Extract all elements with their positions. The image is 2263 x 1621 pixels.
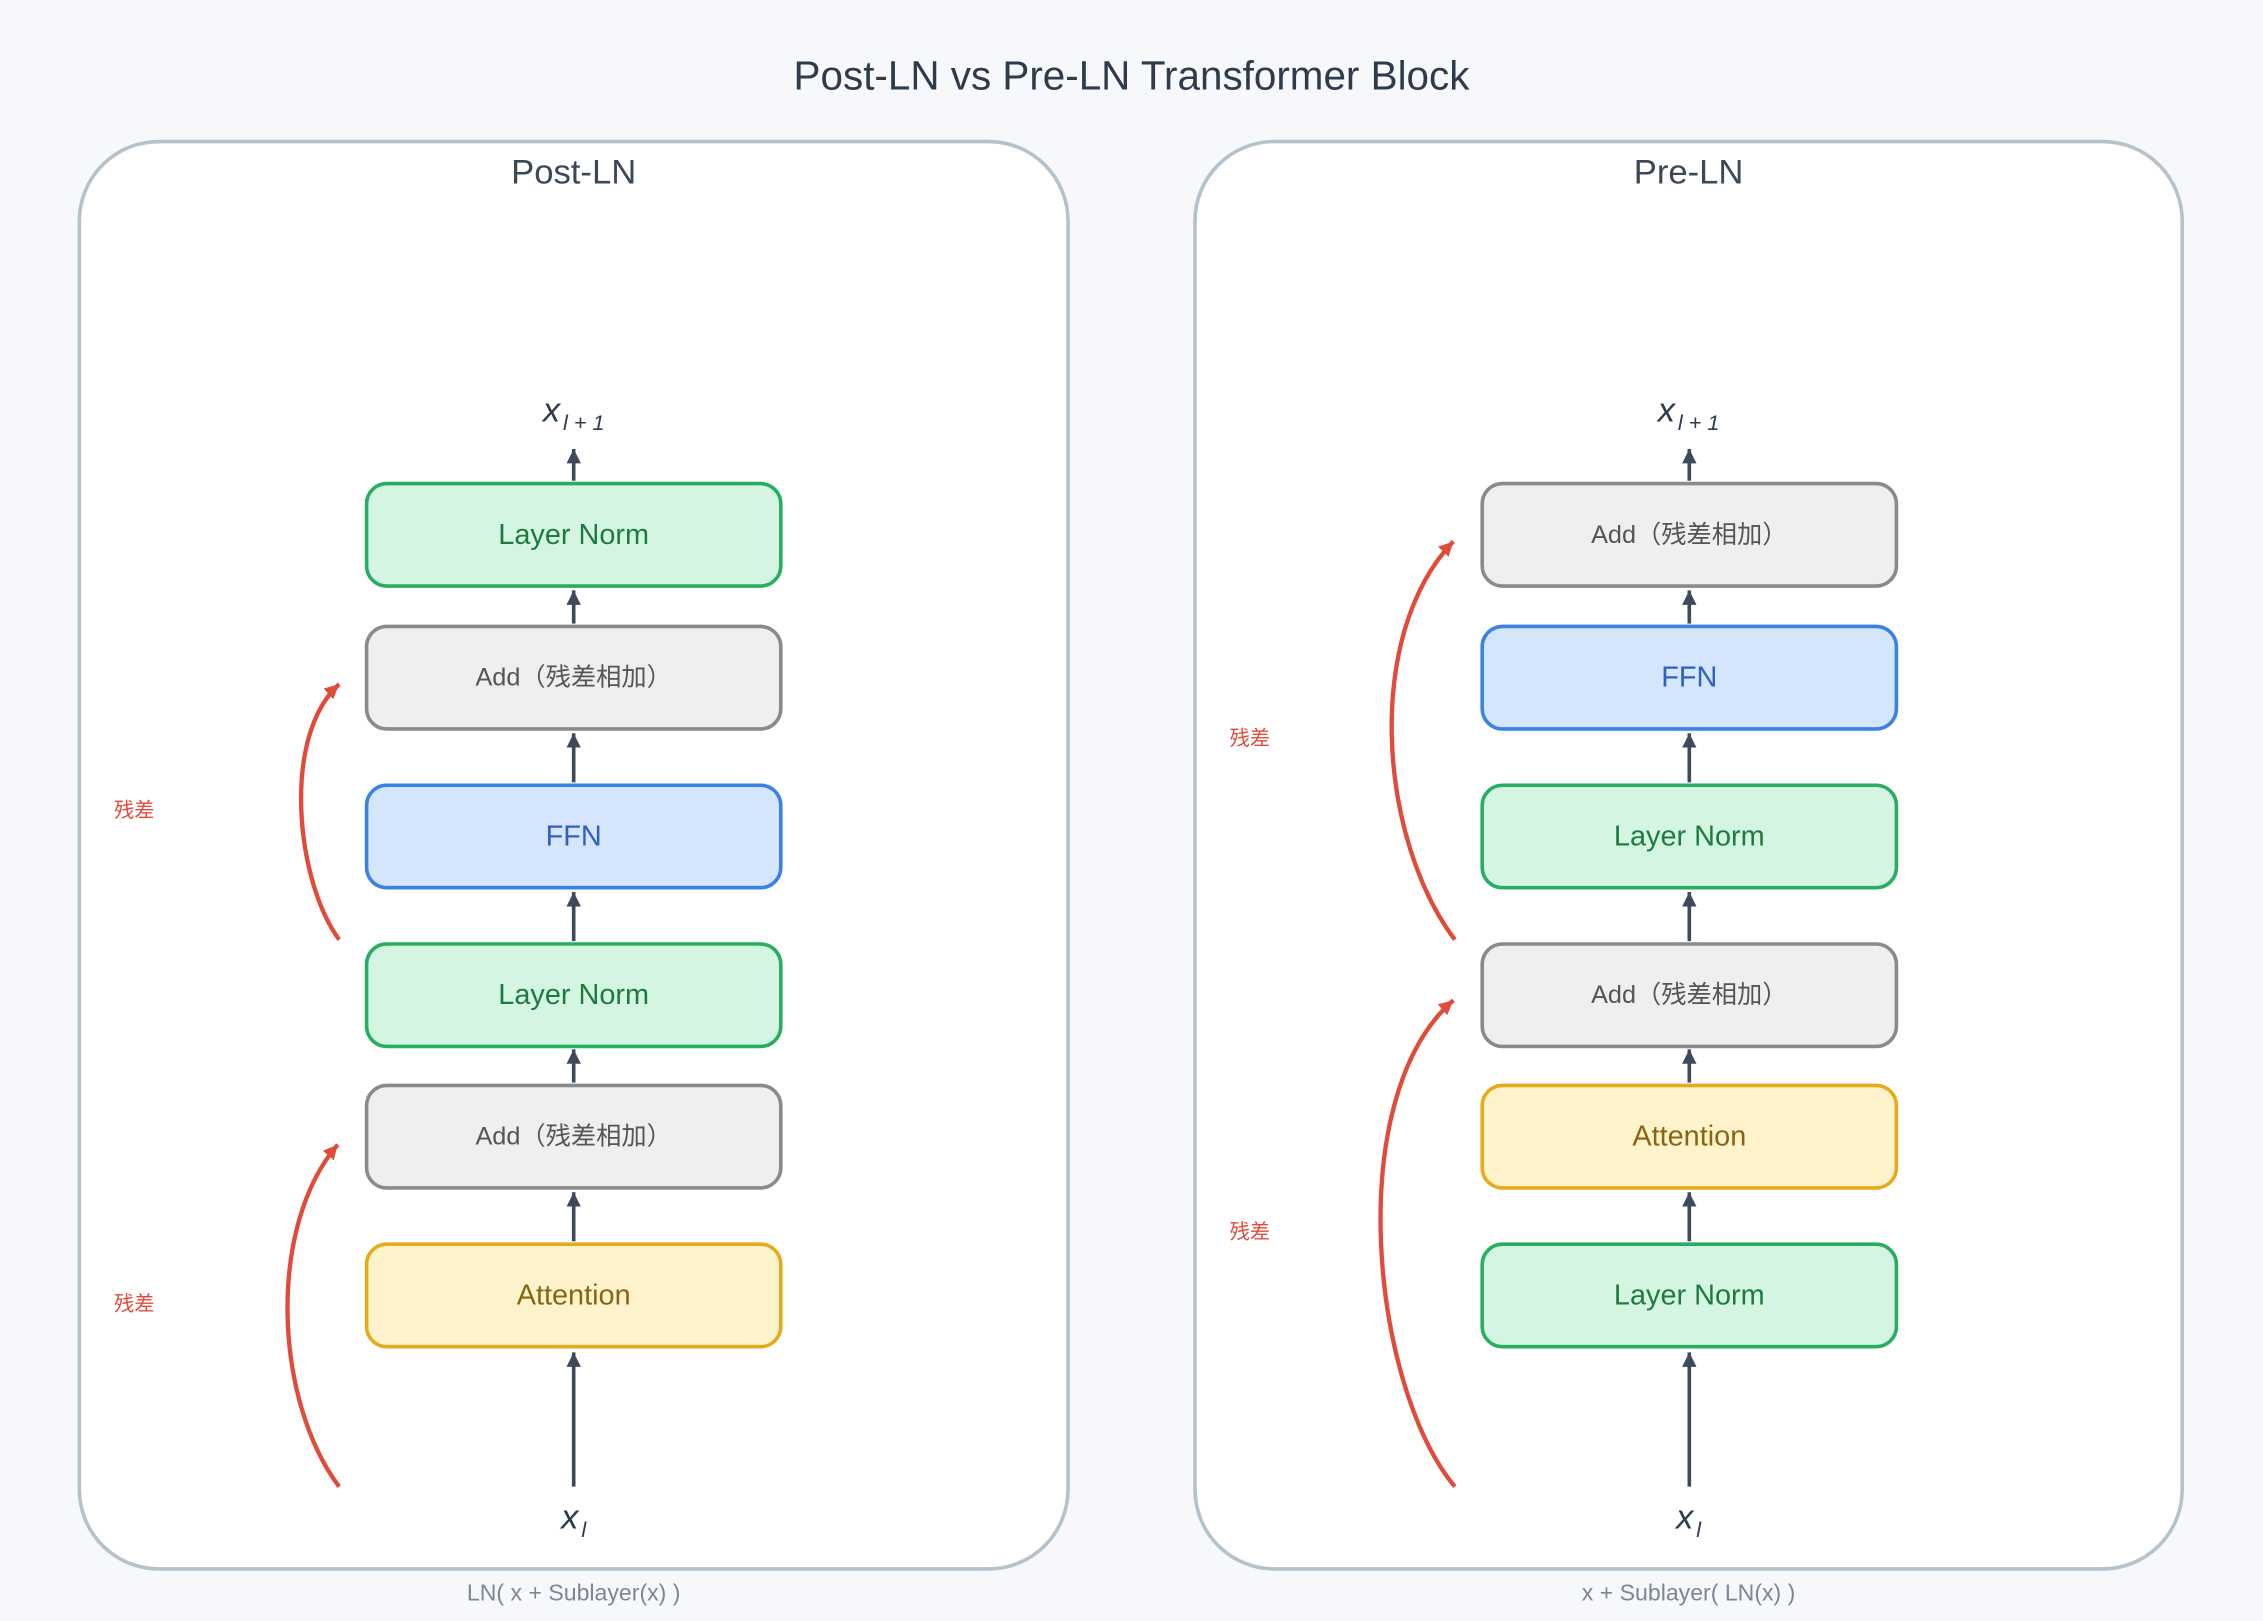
variable-subscript: l + 1 xyxy=(563,410,604,435)
block-label: Attention xyxy=(1632,1121,1746,1153)
ffn-block: FFN xyxy=(1480,624,1899,731)
block-label: Add（残差相加） xyxy=(475,1123,671,1151)
variable-base: x xyxy=(1656,392,1677,430)
attention-block: Attention xyxy=(1480,1083,1899,1190)
add-block: Add（残差相加） xyxy=(364,1083,783,1190)
layer-norm-block: Layer Norm xyxy=(1480,783,1899,890)
variable-base: x xyxy=(1674,1499,1695,1537)
diagram-title: Post-LN vs Pre-LN Transformer Block xyxy=(794,53,1471,99)
residual-label: 残差 xyxy=(114,1293,154,1316)
block-label: Attention xyxy=(517,1279,631,1311)
add-block: Add（残差相加） xyxy=(364,624,783,731)
block-label: Layer Norm xyxy=(1614,1279,1765,1311)
residual-connection-arrow xyxy=(285,1143,341,1488)
residual-label: 残差 xyxy=(1230,1220,1270,1243)
block-label: FFN xyxy=(1661,662,1717,694)
variable-subscript: l xyxy=(581,1517,587,1542)
formula-caption: LN( x + Sublayer(x) ) xyxy=(467,1580,681,1606)
attention-block: Attention xyxy=(364,1242,783,1349)
block-label: Layer Norm xyxy=(498,979,649,1011)
variable-base: x xyxy=(559,1499,580,1537)
residual-label: 残差 xyxy=(1230,727,1270,750)
layer-norm-block: Layer Norm xyxy=(364,481,783,588)
variable-base: x xyxy=(541,392,562,430)
panel-title: Pre-LN xyxy=(1634,153,1744,191)
residual-connection-arrow xyxy=(1389,539,1457,941)
residual-connection-arrow xyxy=(1378,998,1457,1489)
variable-subscript: l xyxy=(1696,1517,1702,1542)
block-label: FFN xyxy=(546,820,602,852)
residual-label: 残差 xyxy=(114,799,154,822)
formula-caption: x + Sublayer( LN(x) ) xyxy=(1582,1580,1796,1606)
add-block: Add（残差相加） xyxy=(1480,942,1899,1049)
layer-norm-block: Layer Norm xyxy=(364,942,783,1049)
add-block: Add（残差相加） xyxy=(1480,481,1899,588)
block-label: Add（残差相加） xyxy=(475,664,671,692)
block-label: Layer Norm xyxy=(1614,820,1765,852)
layer-norm-block: Layer Norm xyxy=(1480,1242,1899,1349)
block-label: Layer Norm xyxy=(498,519,649,551)
residual-connection-arrow xyxy=(298,682,341,941)
variable-subscript: l + 1 xyxy=(1678,410,1719,435)
block-label: Add（残差相加） xyxy=(1591,981,1787,1009)
panel-title: Post-LN xyxy=(511,153,636,191)
ffn-block: FFN xyxy=(364,783,783,890)
block-label: Add（残差相加） xyxy=(1591,521,1787,549)
